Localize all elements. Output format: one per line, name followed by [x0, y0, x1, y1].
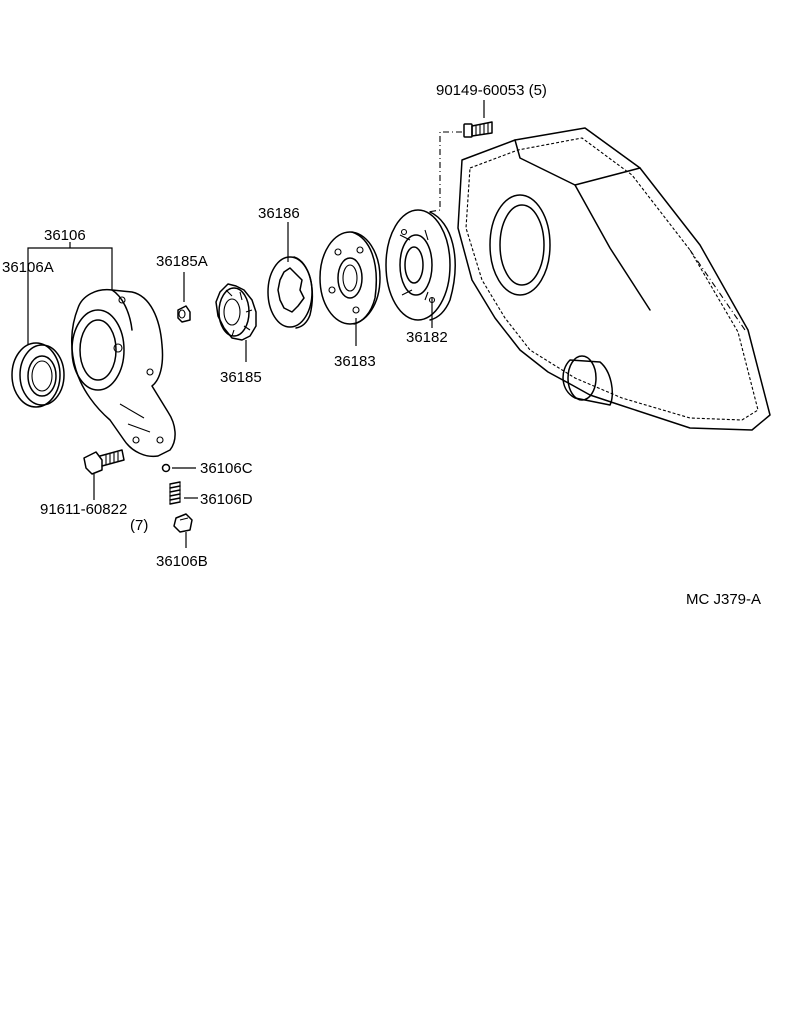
ball-36106c [161, 463, 171, 473]
gear-drive-36185 [215, 283, 257, 341]
label-oil-seal-housing: 36106 [44, 227, 86, 244]
label-gear-outer: 36186 [258, 205, 300, 222]
pump-body-36182 [385, 209, 456, 321]
label-drawing-code: MC J379-A [686, 591, 761, 608]
bolt-91611-60822 [83, 449, 125, 475]
label-pump-plate: 36183 [334, 353, 376, 370]
plug-36185a [177, 305, 191, 323]
gear-outer-36186 [267, 256, 313, 329]
label-bolt-bottom-qty: (7) [130, 517, 148, 534]
label-spring: 36106D [200, 491, 253, 508]
bolt-leader-dashed [427, 131, 462, 213]
label-oil-seal: 36106A [2, 259, 54, 276]
label-plug: 36185A [156, 253, 208, 270]
label-ball: 36106C [200, 460, 253, 477]
oil-seal-housing-36106 [70, 288, 176, 458]
transfer-case-housing [457, 127, 771, 431]
relief-plug-36106b [173, 513, 193, 533]
label-bolt-bottom: 91611-60822 [40, 501, 127, 518]
spring-36106d [169, 481, 181, 505]
bolt-90149-60053 [463, 121, 493, 138]
label-relief-plug: 36106B [156, 553, 208, 570]
label-gear-drive: 36185 [220, 369, 262, 386]
label-bolt-top: 90149-60053 (5) [436, 82, 547, 99]
oil-seal-36106a [11, 342, 65, 408]
pump-plate-36183 [319, 231, 381, 325]
label-pump-body: 36182 [406, 329, 448, 346]
